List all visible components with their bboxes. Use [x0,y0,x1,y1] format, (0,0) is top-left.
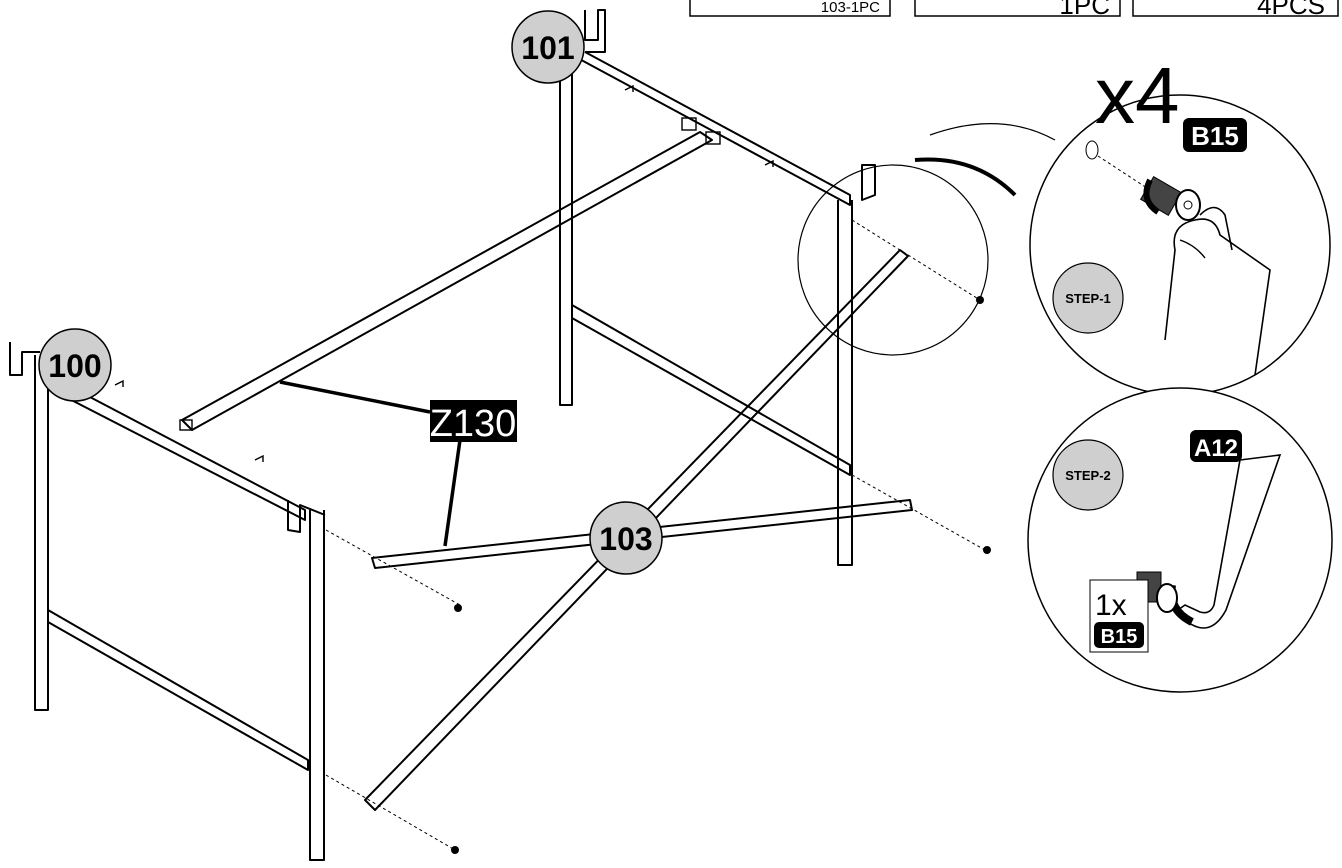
detail-step-1: x4 B15 STEP-1 [1029,51,1331,396]
tool-z130-label: Z130 [430,400,517,445]
badge-103: 103 [589,501,663,575]
badge-100-text: 100 [48,348,101,384]
badge-101: 101 [511,10,585,84]
badge-100: 100 [38,328,112,402]
z130-leaders [279,380,462,547]
bolt-b15-text: B15 [1191,121,1239,151]
header-box-1-text: 103-1PC [821,0,880,16]
screw-icon [451,846,459,854]
step-2-text: STEP-2 [1065,468,1111,483]
frame-100 [9,342,326,861]
header-boxes: 103-1PC 1PC 4PCS [689,0,1339,20]
zoom-callout-small [797,123,1056,356]
crossbar-103-short [371,499,913,569]
top-rail [181,131,713,431]
header-box-3-text: 4PCS [1257,0,1325,20]
screw-icon [983,546,991,554]
crossbar-103-long [364,249,909,811]
qty-1x-text: 1x [1095,589,1127,622]
header-box-2-text: 1PC [1059,0,1110,20]
quantity-text: x4 [1095,51,1180,140]
wrench-a12-text: A12 [1194,435,1238,462]
badge-101-text: 101 [521,30,574,66]
detail-step-2: STEP-2 A12 1x B15 [1027,387,1333,693]
hole-icon [1085,140,1099,160]
bolt-b15-small-text: B15 [1101,626,1138,648]
badge-103-text: 103 [599,521,652,557]
bolt-icon [1139,176,1201,221]
step-1-text: STEP-1 [1065,291,1111,306]
hand-icon [1164,206,1271,376]
frame-101 [559,9,876,566]
tool-z130-text: Z130 [430,403,517,445]
screw-guides [325,219,991,854]
screw-icon [454,604,462,612]
